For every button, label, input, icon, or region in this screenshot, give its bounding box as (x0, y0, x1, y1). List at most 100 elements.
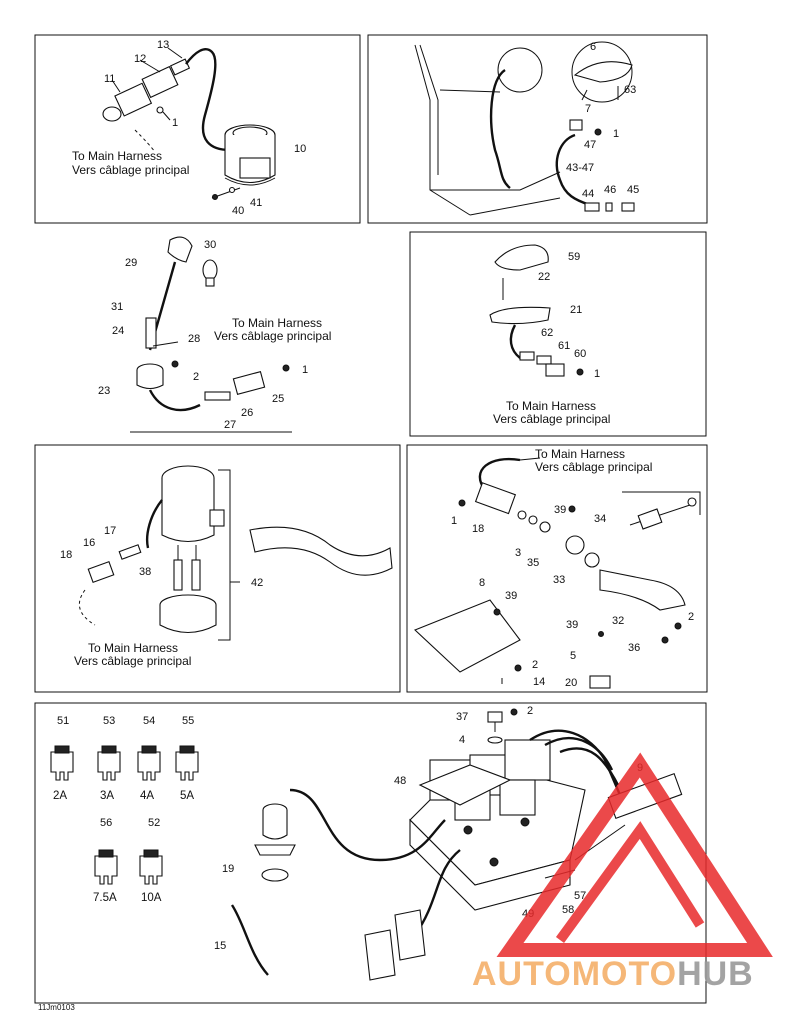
label-6: 6 (590, 41, 596, 53)
label-5: 5 (570, 650, 576, 662)
harness-label-en: To Main Harness (72, 149, 162, 163)
label-1d: 1 (594, 368, 600, 380)
label-63: 63 (624, 84, 636, 96)
fuse-51: 51 2A (50, 715, 74, 802)
label-24: 24 (112, 325, 124, 337)
label-21: 21 (570, 304, 582, 316)
label-13: 13 (157, 39, 169, 51)
panel-5-frame (34, 444, 401, 693)
label-1c: 1 (302, 364, 308, 376)
label-7: 7 (585, 103, 591, 115)
gauge-10 (224, 124, 276, 186)
label-59: 59 (568, 251, 580, 263)
label-11: 11 (104, 73, 115, 85)
fuse-rating-7-5a: 7.5A (93, 892, 117, 904)
label-34: 34 (594, 513, 606, 525)
label-8: 8 (479, 577, 485, 589)
label-32: 32 (612, 615, 624, 627)
panel-fuse-box: 51 2A 53 3A 54 4A 55 5A 56 7.5A (34, 702, 707, 1004)
fuse-54: 54 4A (137, 715, 161, 802)
harness-label-en: To Main Harness (535, 447, 625, 461)
label-27: 27 (224, 419, 236, 431)
label-2d: 2 (527, 705, 533, 717)
label-1b: 1 (613, 128, 619, 140)
label-16: 16 (83, 537, 95, 549)
label-17: 17 (104, 525, 116, 537)
harness-label-fr: Vers câblage principal (214, 329, 331, 343)
label-35: 35 (527, 557, 539, 569)
label-39b: 39 (505, 590, 517, 602)
label-48: 48 (394, 775, 406, 787)
label-57: 57 (574, 890, 586, 902)
label-2c: 2 (532, 659, 538, 671)
fuse-55: 55 5A (175, 715, 199, 802)
fuse-part-54: 54 (143, 715, 155, 727)
fuse-part-52: 52 (148, 817, 160, 829)
label-43-47: 43-47 (566, 162, 594, 174)
panel-fuel-gauge: 17 16 18 38 42 To Main Harness Vers câbl… (34, 444, 401, 693)
label-18: 18 (60, 549, 72, 561)
panel-6-frame (406, 444, 708, 693)
label-1: 1 (172, 117, 178, 129)
harness-label-en: To Main Harness (232, 316, 322, 330)
label-60: 60 (574, 348, 586, 360)
label-15: 15 (214, 940, 226, 952)
label-20: 20 (565, 677, 577, 689)
label-28: 28 (188, 333, 200, 345)
harness-label-fr: Vers câblage principal (72, 163, 189, 177)
fuse-part-55: 55 (182, 715, 194, 727)
fuse-box-48 (409, 739, 586, 911)
fuse-part-51: 51 (57, 715, 69, 727)
label-4: 4 (459, 734, 465, 746)
fuse-53: 53 3A (97, 715, 121, 802)
harness-label-fr: Vers câblage principal (535, 460, 652, 474)
fuse-rating-4a: 4A (140, 790, 154, 802)
label-19: 19 (222, 863, 234, 875)
fuse-rating-2a: 2A (53, 790, 67, 802)
panel-7-frame (34, 702, 707, 1004)
label-40: 40 (232, 205, 244, 217)
watermark-logo: AUTOMOTOHUB (472, 752, 773, 993)
label-18b: 18 (472, 523, 484, 535)
panel-handlebar-wiring: 6 63 7 1 47 43-47 44 46 45 (367, 34, 708, 224)
harness-label-en: To Main Harness (88, 641, 178, 655)
label-36: 36 (628, 642, 640, 654)
panel-1-frame (34, 34, 361, 224)
fuse-56: 56 7.5A (93, 817, 118, 904)
label-10: 10 (294, 143, 306, 155)
fuse-rating-5a: 5A (180, 790, 194, 802)
label-30: 30 (204, 239, 216, 251)
fuse-rating-10a: 10A (141, 892, 162, 904)
diagram-code: 11Jm0103 (38, 1003, 75, 1012)
label-62: 62 (541, 327, 553, 339)
label-44: 44 (582, 188, 594, 200)
label-47: 47 (584, 139, 596, 151)
harness-label-fr: Vers câblage principal (493, 412, 610, 426)
label-39: 39 (554, 504, 566, 516)
label-45: 45 (627, 184, 639, 196)
harness-label-fr: Vers câblage principal (74, 654, 191, 668)
label-1e: 1 (451, 515, 457, 527)
fuse-rating-3a: 3A (100, 790, 114, 802)
connector-assembly (102, 48, 231, 152)
fuse-part-53: 53 (103, 715, 115, 727)
label-46: 46 (604, 184, 616, 196)
label-2: 2 (193, 371, 199, 383)
fuse-part-56: 56 (100, 817, 112, 829)
label-26: 26 (241, 407, 253, 419)
panel-4-frame (409, 231, 707, 437)
label-42: 42 (251, 577, 263, 589)
panel-throttle-cable: 30 29 31 28 24 2 1 23 26 25 27 To Main H… (98, 236, 331, 433)
label-22: 22 (538, 271, 550, 283)
watermark-text: AUTOMOTOHUB (472, 955, 754, 993)
panel-brake-switch: To Main Harness Vers câblage principal 1… (406, 444, 708, 693)
label-23: 23 (98, 385, 110, 397)
label-25: 25 (272, 393, 284, 405)
label-39c: 39 (566, 619, 578, 631)
label-33: 33 (553, 574, 565, 586)
label-58: 58 (562, 904, 574, 916)
label-12: 12 (134, 53, 146, 65)
label-3: 3 (515, 547, 521, 559)
panel-speedometer-harness: 13 12 11 1 10 41 40 To Main Harness Vers… (34, 34, 361, 224)
